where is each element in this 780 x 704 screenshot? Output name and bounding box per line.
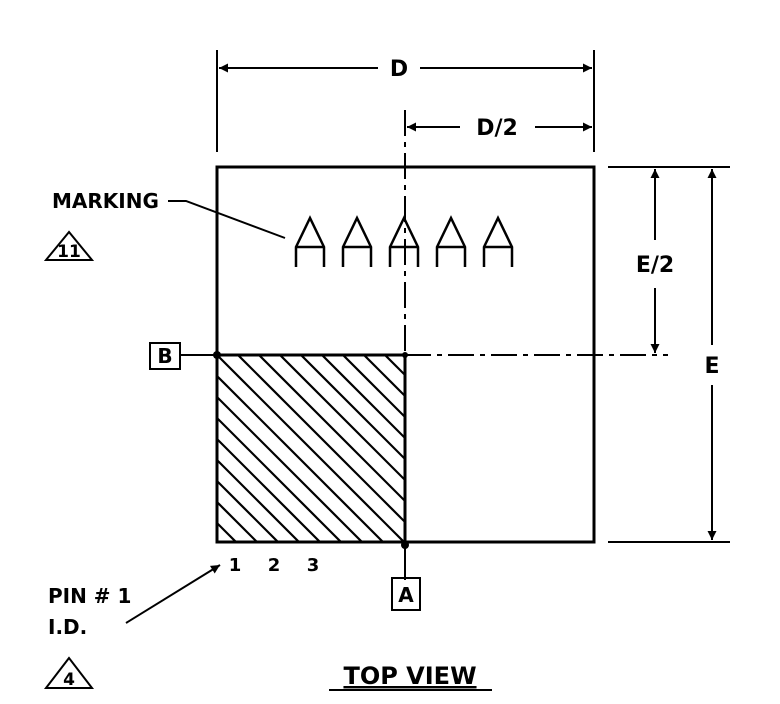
d-dimension-label: D — [390, 57, 408, 82]
marking-note-triangle — [43, 230, 95, 261]
pin-number-3: 3 — [307, 555, 320, 576]
pin1-note-number: 4 — [63, 670, 75, 690]
marking-char-5 — [482, 215, 514, 267]
pin1-quadrant-hatch — [217, 355, 405, 542]
datum-a-label: A — [398, 583, 414, 607]
pin-number-1: 1 — [229, 555, 242, 576]
marking-char-4 — [435, 215, 467, 267]
marking-characters — [294, 215, 514, 267]
marking-note-number: 11 — [57, 242, 81, 262]
pin-number-2: 2 — [268, 555, 281, 576]
view-title: TOP VIEW — [343, 662, 476, 690]
marking-char-1 — [294, 215, 326, 267]
e-dimension-label: E — [704, 354, 719, 379]
marking-char-2 — [341, 215, 373, 267]
e-half-dimension-label: E/2 — [636, 253, 674, 278]
pin1-id-leader — [125, 564, 221, 624]
datum-a-box — [391, 577, 421, 611]
datum-b-label: B — [157, 344, 172, 368]
marking-leader — [168, 200, 286, 239]
marking-char-3 — [388, 215, 420, 267]
pin1-id-line1: PIN # 1 — [48, 584, 131, 608]
d-half-dimension-label: D/2 — [476, 116, 518, 141]
center-point — [402, 352, 408, 358]
marking-label: MARKING — [52, 189, 159, 213]
pin1-id-line2: I.D. — [48, 615, 87, 639]
pin1-note-triangle — [43, 656, 95, 689]
